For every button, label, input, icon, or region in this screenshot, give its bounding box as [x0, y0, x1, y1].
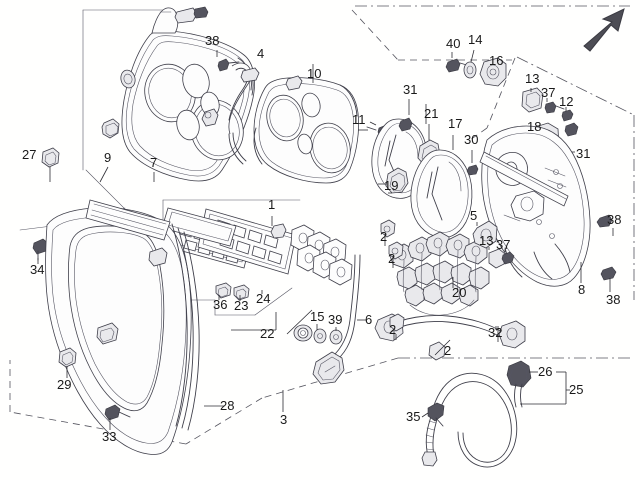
callout-number: 38 — [205, 33, 220, 48]
part-2-terminals — [380, 219, 405, 340]
callout-number: 30 — [464, 132, 479, 147]
part-33-screw — [104, 404, 131, 430]
callout-number: 33 — [102, 429, 117, 444]
callout-number: 25 — [569, 382, 584, 397]
part-16-knob — [479, 57, 507, 87]
part-17-dial — [410, 135, 473, 239]
callout-number: 7 — [150, 155, 158, 170]
callout-number: 20 — [452, 285, 467, 300]
callout-number: 4 — [257, 46, 265, 61]
part-38-screw-right-lower — [600, 266, 617, 292]
callout-number: 6 — [365, 312, 373, 327]
lead-22c — [286, 309, 313, 335]
callout-number: 26 — [538, 364, 553, 379]
part-8-housing — [479, 125, 591, 287]
callout-number: 23 — [234, 298, 249, 313]
callout-number: 21 — [424, 106, 439, 121]
callout-number: 31 — [403, 82, 418, 97]
part-37-screw — [544, 98, 565, 114]
part-24-connectors — [261, 224, 353, 294]
lead-9 — [99, 166, 109, 183]
callout-number: 19 — [384, 178, 399, 193]
part-13-small — [488, 247, 506, 269]
part-5-bulb — [472, 220, 498, 249]
part-28-lower-cowl — [45, 199, 224, 455]
callout-number: 17 — [448, 116, 463, 131]
direction-arrow-icon — [583, 8, 625, 52]
callout-number: 28 — [220, 398, 235, 413]
callout-number: 34 — [30, 262, 45, 277]
part-27-clip — [41, 147, 60, 182]
callout-number: 9 — [104, 150, 112, 165]
callout-number: 2 — [388, 251, 396, 266]
callout-number: 15 — [310, 309, 325, 324]
part-4-bracket — [228, 62, 260, 165]
part-29-grommet — [58, 347, 77, 378]
callout-number: 38 — [606, 292, 621, 307]
part-12-screw — [561, 107, 574, 122]
callout-number: 37 — [496, 237, 511, 252]
callout-number: 3 — [280, 412, 288, 427]
callout-number: 12 — [559, 94, 574, 109]
callout-number: 31 — [576, 146, 591, 161]
part-36-23-small-parts — [215, 282, 250, 301]
callout-number: 2 — [444, 343, 452, 358]
callout-number: 2 — [389, 322, 397, 337]
part-30-pin — [466, 150, 479, 176]
part-10-panel — [253, 64, 359, 184]
callout-number: 14 — [468, 32, 483, 47]
part-38-screw-right-upper — [596, 214, 614, 236]
callout-number: 13 — [479, 233, 494, 248]
part-31-screw-upper — [398, 99, 413, 132]
part-40-screw — [445, 52, 471, 73]
callout-number: 13 — [525, 71, 540, 86]
callout-number: 10 — [307, 66, 322, 81]
callout-number: 29 — [57, 377, 72, 392]
callout-number: 24 — [256, 291, 271, 306]
callout-number: 35 — [406, 409, 421, 424]
callout-number: 8 — [578, 282, 586, 297]
part-37-small — [501, 249, 515, 265]
callout-number: 22 — [260, 326, 275, 341]
callout-number: 18 — [527, 119, 542, 134]
callout-number: 32 — [488, 325, 503, 340]
callout-number: 38 — [607, 212, 622, 227]
callout-number: 36 — [213, 297, 228, 312]
part-15-39-rings — [293, 324, 343, 345]
callout-number: 11 — [352, 112, 366, 127]
callout-number: 39 — [328, 312, 343, 327]
part-35-screw — [421, 402, 445, 427]
part-19-gauge-small — [378, 167, 409, 194]
callout-number: 27 — [22, 147, 37, 162]
callout-number: 2 — [380, 229, 388, 244]
callout-number: 37 — [541, 85, 556, 100]
callout-number: 40 — [446, 36, 461, 51]
part-13-socket — [521, 87, 544, 113]
part-25-cable-assembly — [421, 360, 570, 468]
part-38-screw-top — [216, 50, 240, 72]
callout-number: 5 — [470, 208, 478, 223]
callout-number: 16 — [489, 53, 504, 68]
part-9-clip — [101, 118, 120, 139]
part-6-cable — [312, 254, 366, 385]
callout-number: 1 — [268, 197, 276, 212]
part-14-washer — [463, 49, 477, 79]
